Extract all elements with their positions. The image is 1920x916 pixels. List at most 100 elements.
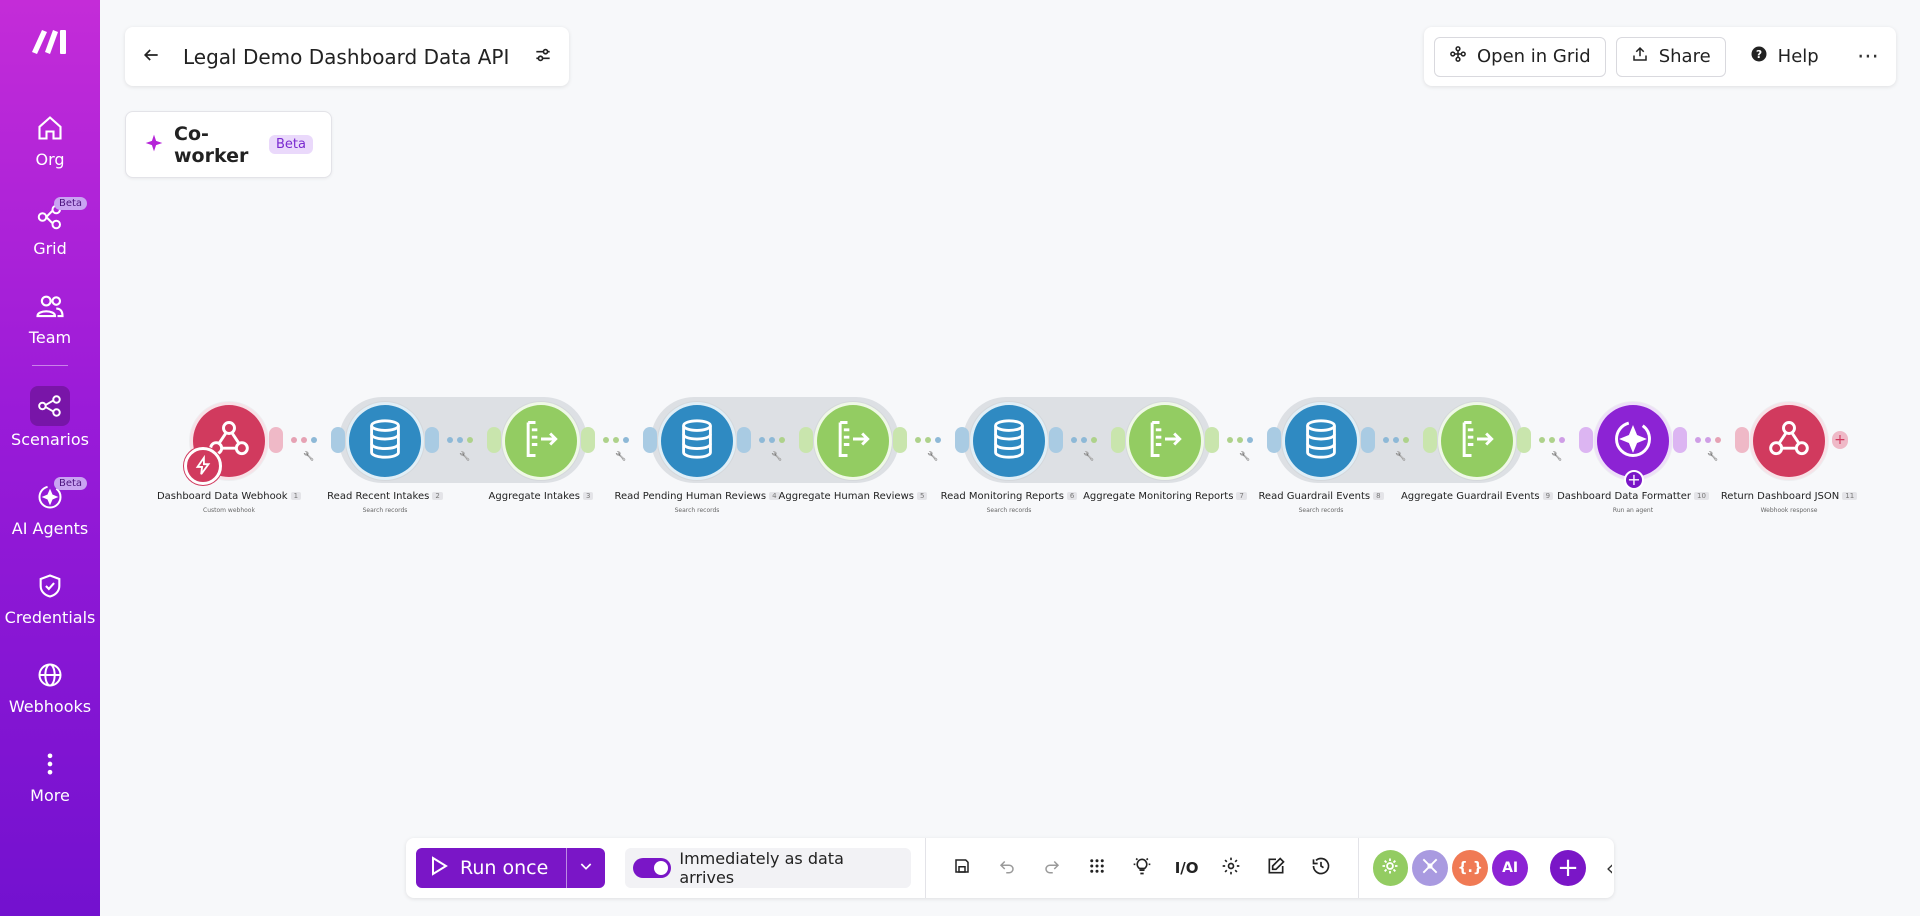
connector-handle[interactable] <box>1579 427 1593 453</box>
module-db[interactable] <box>970 402 1048 480</box>
module-agent[interactable] <box>1594 402 1672 480</box>
sidebar-item-credentials[interactable]: Credentials <box>0 568 100 627</box>
connector-handle[interactable] <box>1735 427 1749 453</box>
add-module-toolbar-button[interactable]: + <box>1550 850 1586 886</box>
sidebar-item-webhooks[interactable]: Webhooks <box>0 657 100 716</box>
route-settings-icon[interactable]: 🔧 <box>1239 452 1251 462</box>
redo-button[interactable] <box>1030 848 1075 888</box>
help-button[interactable]: ? Help <box>1735 36 1833 77</box>
ai-chip[interactable]: AI <box>1492 850 1529 886</box>
share-button[interactable]: Share <box>1615 36 1726 77</box>
save-button[interactable] <box>940 848 985 888</box>
module-webhook[interactable] <box>1750 402 1828 480</box>
settings-button[interactable] <box>1209 848 1254 888</box>
svg-text:?: ? <box>1756 49 1762 61</box>
connector-handle[interactable] <box>1361 427 1375 453</box>
schedule-toggle[interactable] <box>633 858 672 878</box>
json-chip[interactable]: {.} <box>1452 850 1489 886</box>
history-button[interactable] <box>1299 848 1344 888</box>
module-db[interactable] <box>658 402 736 480</box>
notes-button[interactable] <box>1254 848 1299 888</box>
module-subtitle: Webhook response <box>1760 507 1818 514</box>
route-settings-icon[interactable]: 🔧 <box>1083 452 1095 462</box>
more-horizontal-icon[interactable]: ⋯ <box>1857 44 1880 69</box>
connector-handle[interactable] <box>1517 427 1531 453</box>
make-logo-icon[interactable] <box>28 26 72 56</box>
module-name: Return Dashboard JSON <box>1720 491 1840 502</box>
sidebar-item-grid[interactable]: Beta Grid <box>0 197 100 258</box>
sidebar-item-scenarios[interactable]: Scenarios <box>0 386 100 449</box>
ai-icon: AI <box>1502 860 1519 876</box>
sidebar-item-org[interactable]: Org <box>0 110 100 169</box>
lightbulb-icon <box>1132 856 1152 880</box>
route-settings-icon[interactable]: 🔧 <box>615 452 627 462</box>
route-settings-icon[interactable]: 🔧 <box>1707 452 1719 462</box>
auto-align-button[interactable] <box>1074 848 1119 888</box>
route-settings-icon[interactable]: 🔧 <box>303 452 315 462</box>
connector-handle[interactable] <box>893 427 907 453</box>
module-agg[interactable] <box>502 402 580 480</box>
module-db[interactable] <box>346 402 424 480</box>
instant-trigger-icon[interactable] <box>184 447 222 485</box>
module-db[interactable] <box>1282 402 1360 480</box>
coworker-label: Co-worker <box>174 122 249 167</box>
route-settings-icon[interactable]: 🔧 <box>927 452 939 462</box>
connector-handle[interactable] <box>643 427 657 453</box>
settings-sliders-icon[interactable] <box>533 45 553 69</box>
run-once-button[interactable]: Run once <box>416 848 566 888</box>
connector-handle[interactable] <box>331 427 345 453</box>
module-agg[interactable] <box>814 402 892 480</box>
scenario-title[interactable]: Legal Demo Dashboard Data API <box>183 44 510 69</box>
connector-handle[interactable] <box>955 427 969 453</box>
sidebar-item-ai-agents[interactable]: Beta AI Agents <box>0 477 100 538</box>
connector-handle[interactable] <box>269 427 283 453</box>
route-settings-icon[interactable]: 🔧 <box>771 452 783 462</box>
scenarios-icon <box>30 386 70 426</box>
connector-handle[interactable] <box>799 427 813 453</box>
undo-button[interactable] <box>985 848 1030 888</box>
coworker-button[interactable]: Co-worker Beta <box>125 111 332 178</box>
connector-handle[interactable] <box>1267 427 1281 453</box>
sidebar-item-label: Credentials <box>4 608 96 627</box>
connector-handle[interactable] <box>1673 427 1687 453</box>
module-number: 2 <box>432 492 443 500</box>
aggregator-icon <box>1455 417 1499 465</box>
connector-handle[interactable] <box>1111 427 1125 453</box>
connector-handle[interactable] <box>581 427 595 453</box>
add-module-button[interactable]: + <box>1832 431 1848 449</box>
connector-handle[interactable] <box>737 427 751 453</box>
io-button[interactable]: I/O <box>1164 848 1209 888</box>
open-in-grid-button[interactable]: Open in Grid <box>1434 36 1606 77</box>
flow-control-chip[interactable] <box>1412 850 1449 886</box>
connector-dot <box>1071 437 1077 443</box>
tools-chip[interactable] <box>1372 850 1409 886</box>
route-settings-icon[interactable]: 🔧 <box>1551 452 1563 462</box>
connector-dot <box>311 437 317 443</box>
module-agg[interactable] <box>1126 402 1204 480</box>
sidebar-item-more[interactable]: More <box>0 746 100 805</box>
explain-flow-button[interactable] <box>1119 848 1164 888</box>
connector-handle[interactable] <box>487 427 501 453</box>
sidebar-item-label: More <box>30 786 70 805</box>
home-icon <box>32 110 68 146</box>
beta-badge: Beta <box>54 477 88 490</box>
sidebar-item-label: Grid <box>33 239 67 258</box>
connector-dot <box>1695 437 1701 443</box>
connector-handle[interactable] <box>1205 427 1219 453</box>
connector-handle[interactable] <box>425 427 439 453</box>
connector-handle[interactable] <box>1423 427 1437 453</box>
json-icon: {.} <box>1457 860 1483 876</box>
sidebar-item-team[interactable]: Team <box>0 288 100 347</box>
back-arrow-icon[interactable] <box>141 45 161 69</box>
run-options-button[interactable] <box>565 848 606 888</box>
route-settings-icon[interactable]: 🔧 <box>459 452 471 462</box>
connector-dot <box>467 437 473 443</box>
agent-add-tool-button[interactable]: + <box>1624 470 1644 490</box>
module-agg[interactable] <box>1438 402 1516 480</box>
connector-handle[interactable] <box>1049 427 1063 453</box>
chevron-left-icon[interactable]: ‹ <box>1605 856 1614 880</box>
route-settings-icon[interactable]: 🔧 <box>1395 452 1407 462</box>
